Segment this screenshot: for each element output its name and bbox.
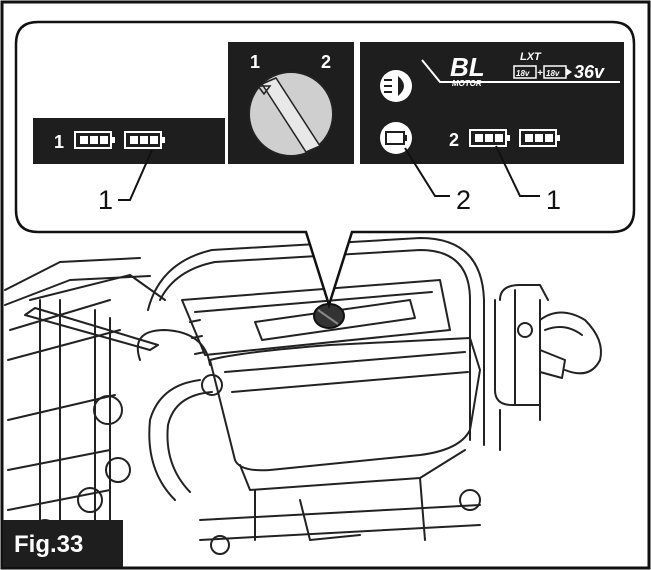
- brand-logo: BL: [450, 52, 485, 82]
- machine-dial-knob: [313, 303, 345, 329]
- left-battery-index: 1: [54, 132, 64, 152]
- dial-panel: 1 2: [228, 42, 354, 164]
- battery-indicator-icon: [469, 129, 510, 147]
- battery-combo-left: 18v: [516, 69, 530, 78]
- dial-position-1: 1: [250, 52, 260, 72]
- svg-text:+: +: [537, 68, 543, 79]
- callout-left: 1: [98, 185, 113, 215]
- headlight-icon: [380, 70, 412, 102]
- callout-middle: 2: [456, 185, 471, 215]
- callout-right: 1: [546, 185, 561, 215]
- voltage-label: 36v: [574, 62, 605, 82]
- lxt-label: LXT: [520, 51, 542, 63]
- battery-combo-icon: 18v + 18v: [513, 65, 572, 79]
- selector-dial-icon: [248, 71, 334, 157]
- left-battery-panel: 1: [33, 118, 225, 164]
- machine-illustration: [4, 237, 602, 555]
- battery-check-icon: [380, 122, 412, 154]
- right-battery-index: 2: [449, 130, 459, 150]
- right-battery-panel: BL MOTOR LXT 18v + 18v 36v 2: [360, 42, 624, 164]
- battery-indicator-icon: [74, 131, 115, 149]
- battery-indicator-icon: [519, 129, 560, 147]
- battery-indicator-icon: [124, 131, 165, 149]
- figure-label: Fig.33: [14, 531, 83, 558]
- battery-combo-right: 18v: [546, 69, 560, 78]
- brand-motor: MOTOR: [452, 79, 482, 88]
- leader-lines: [118, 145, 540, 201]
- figure-label-badge: Fig.33: [3, 520, 123, 567]
- dial-position-2: 2: [321, 52, 331, 72]
